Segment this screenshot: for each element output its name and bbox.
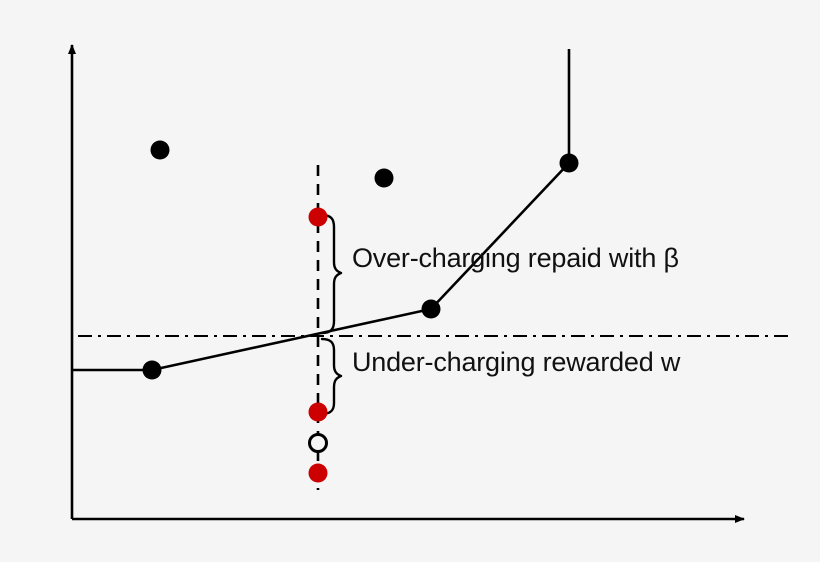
data-point-red: [308, 207, 328, 227]
data-point-red: [308, 463, 328, 483]
under-charging-annotation: Under-charging rewarded w: [352, 347, 681, 377]
data-point-black: [142, 360, 162, 380]
over-charging-annotation: Over-charging repaid with β: [352, 243, 679, 273]
data-point-black: [559, 153, 579, 173]
data-point-black: [374, 168, 394, 188]
under-charging-brace: [320, 337, 343, 416]
data-point-red: [308, 402, 328, 422]
data-point-black: [150, 140, 170, 160]
axes: [68, 44, 745, 523]
data-point-black: [421, 299, 441, 319]
black-marker-group: [142, 140, 579, 380]
red-marker-group: [308, 207, 328, 483]
over-charging-brace: [320, 213, 343, 335]
data-point-hollow: [308, 433, 328, 453]
